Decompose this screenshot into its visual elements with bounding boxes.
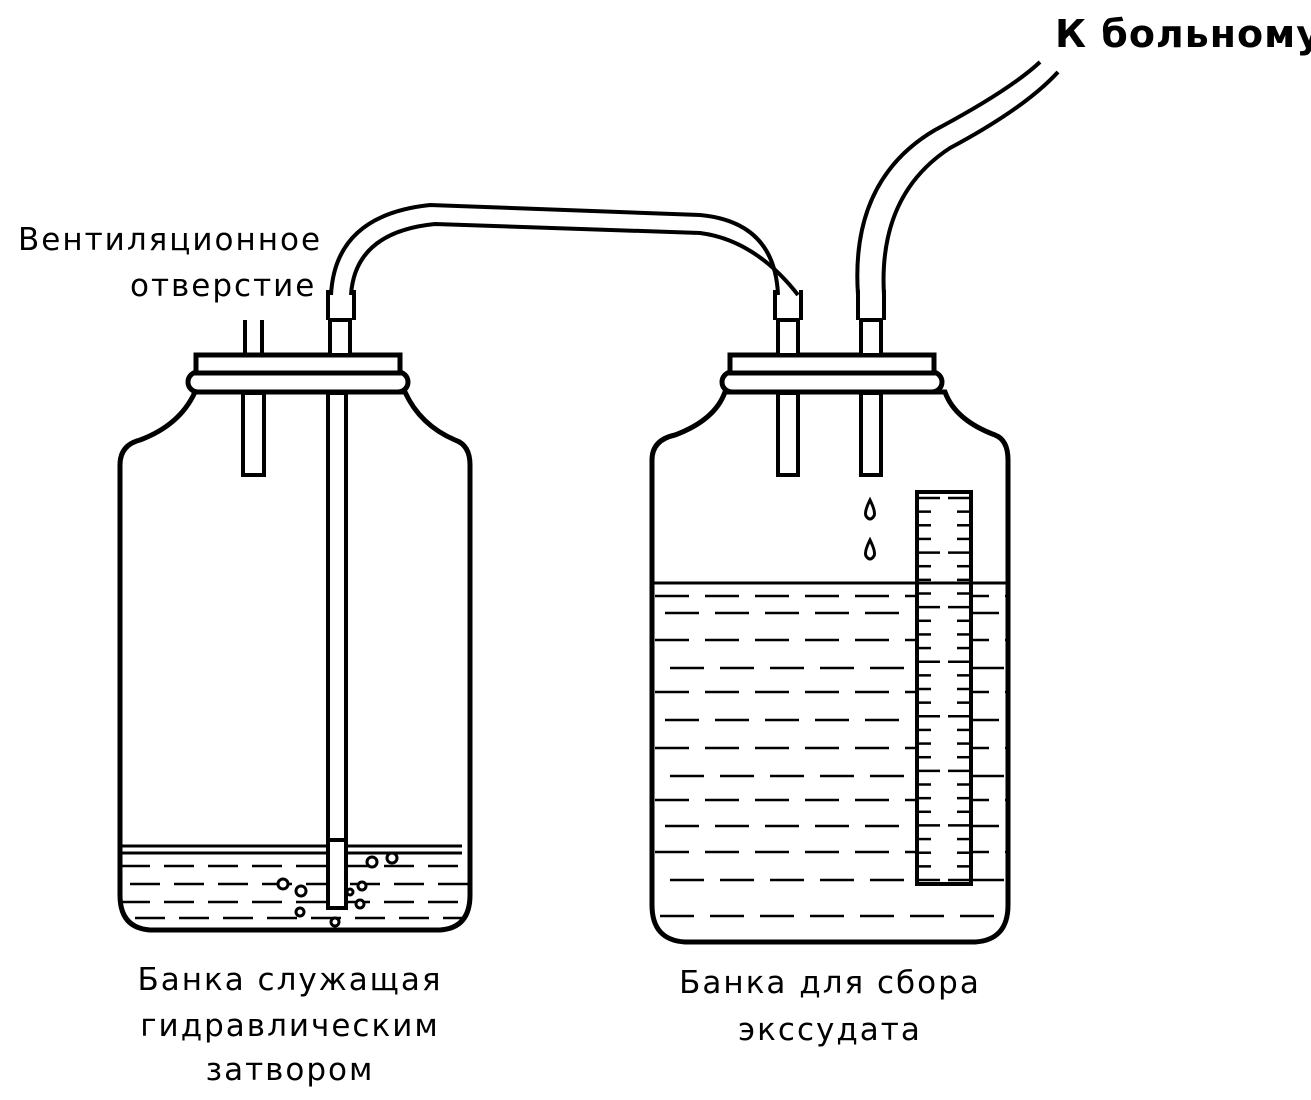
vent-tube <box>241 320 266 477</box>
label-right-jar-line1: Банка для сбора <box>679 965 981 1001</box>
right-jar-body <box>649 389 1011 945</box>
tube-to-patient <box>855 60 1060 320</box>
label-to-patient: К больному <box>1055 12 1311 56</box>
label-left-jar-line3: затвором <box>205 1052 375 1088</box>
left-jar <box>117 318 473 933</box>
label-vent-line2: отверстие <box>130 268 317 304</box>
label-left-jar-line2: гидравлическим <box>140 1008 440 1044</box>
connecting-hose <box>326 202 803 320</box>
water-seal-tube <box>326 318 352 910</box>
right-jar <box>649 318 1011 945</box>
left-jar-body <box>117 389 473 933</box>
graduated-scale <box>915 490 973 886</box>
right-jar-lid <box>727 352 937 376</box>
bubbles <box>276 851 399 928</box>
left-jar-water <box>120 844 470 920</box>
label-right-jar-line2: экссудата <box>738 1012 922 1048</box>
label-vent-line1: Вентиляционное <box>18 222 323 258</box>
left-jar-lid <box>193 352 403 376</box>
label-left-jar-line1: Банка служащая <box>137 962 443 998</box>
patient-tube <box>859 318 883 477</box>
drops <box>864 496 876 561</box>
inlet-tube <box>776 318 800 477</box>
